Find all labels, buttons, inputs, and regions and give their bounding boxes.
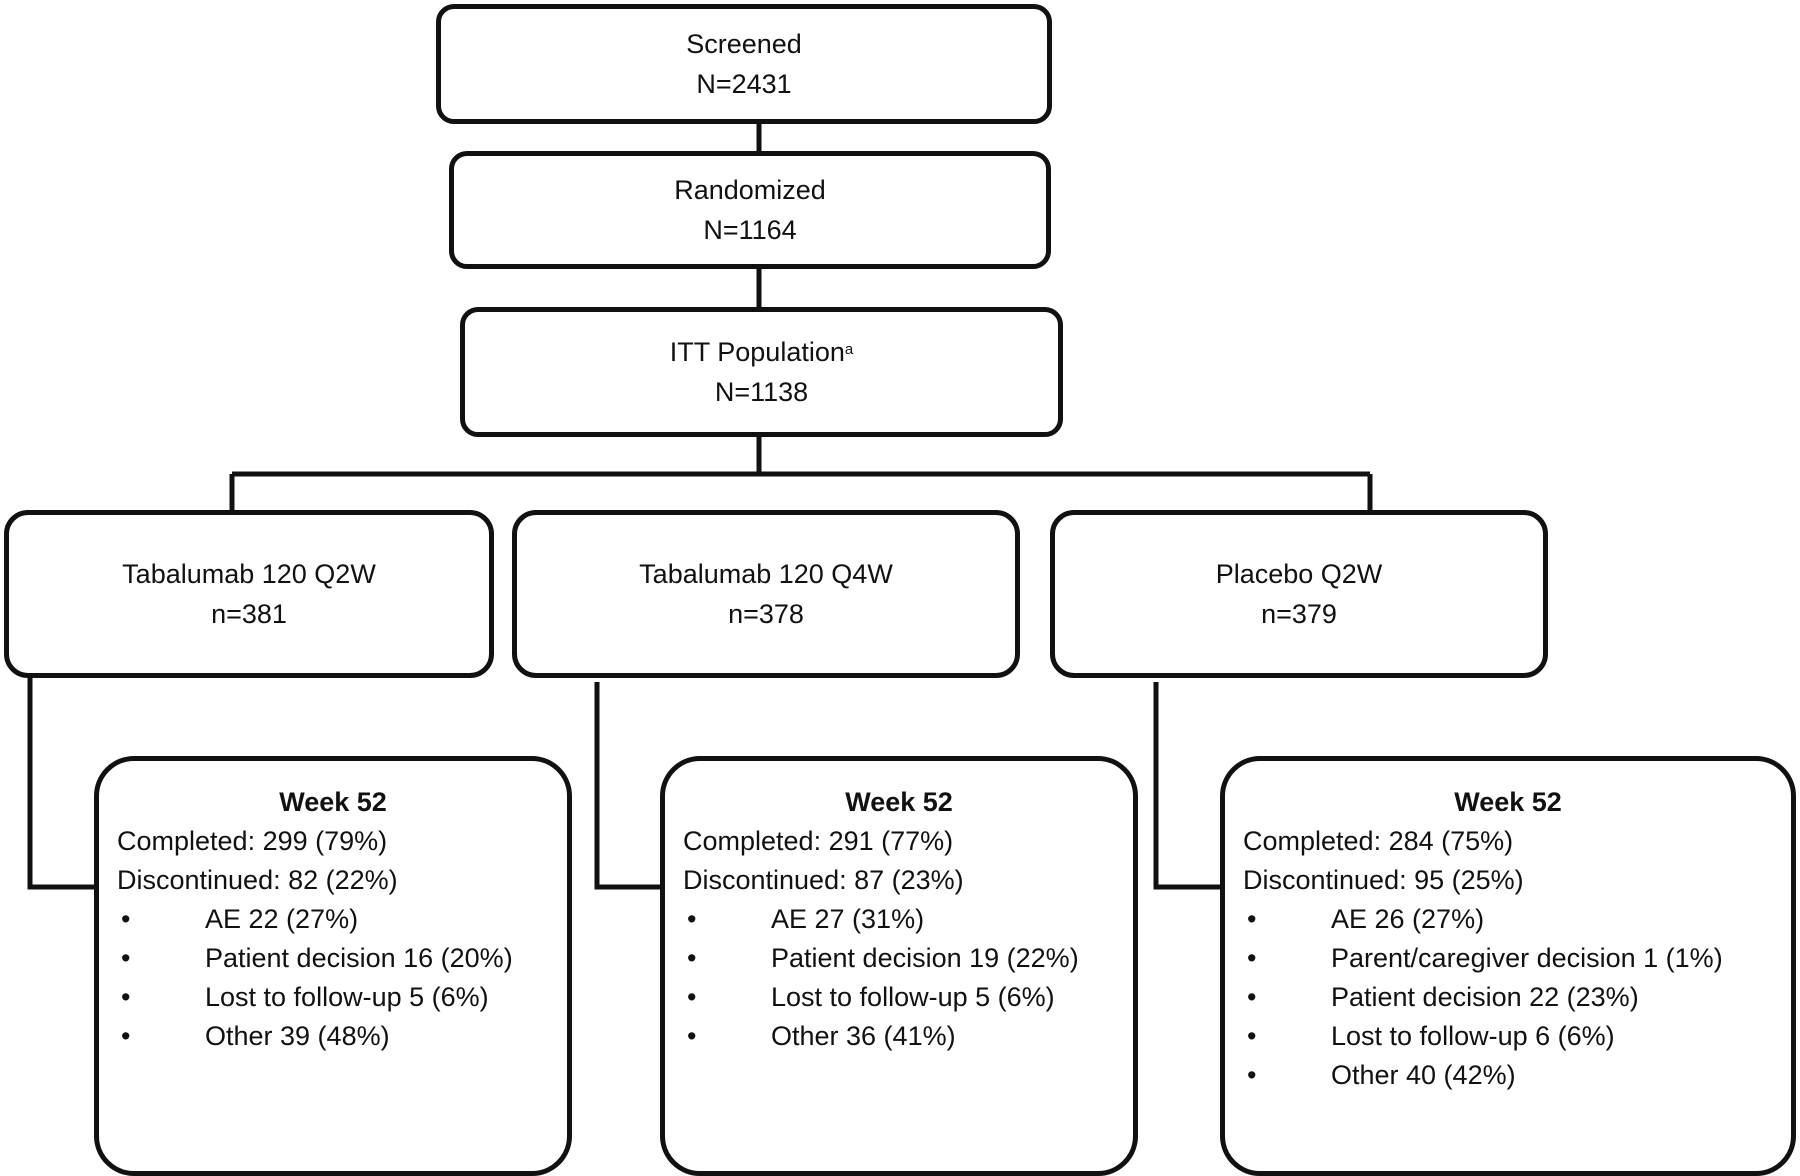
outcome-completed: Completed: 299 (79%) bbox=[117, 826, 388, 856]
reason-text: Other 39 (48%) bbox=[205, 1021, 390, 1051]
bullet: • bbox=[687, 982, 697, 1012]
randomized-label: Randomized bbox=[674, 175, 826, 205]
reason-text: Patient decision 22 (23%) bbox=[1331, 982, 1639, 1012]
outcome-discontinued: Discontinued: 87 (23%) bbox=[683, 865, 964, 895]
bullet: • bbox=[1247, 943, 1257, 973]
arm-box-placebo-q2w: Placebo Q2W n=379 bbox=[1050, 510, 1548, 678]
reason-text: AE 22 (27%) bbox=[205, 904, 359, 934]
arm-box-tabalumab-q4w: Tabalumab 120 Q4W n=378 bbox=[512, 510, 1020, 678]
reason-item: • Lost to follow-up 5 (6%) bbox=[683, 978, 1133, 1017]
bullet: • bbox=[121, 943, 131, 973]
connector-arm-3-outcome bbox=[1153, 682, 1222, 890]
reason-item: • Other 36 (41%) bbox=[683, 1017, 1133, 1056]
outcome-week: Week 52 bbox=[279, 787, 387, 817]
randomized-count: N=1164 bbox=[703, 215, 797, 245]
connector-arm-2-outcome bbox=[594, 682, 662, 890]
reason-item: • Lost to follow-up 5 (6%) bbox=[117, 978, 567, 1017]
outcome-completed: Completed: 291 (77%) bbox=[683, 826, 954, 856]
reason-item: • AE 27 (31%) bbox=[683, 900, 1133, 939]
reason-item: • AE 26 (27%) bbox=[1243, 900, 1791, 939]
reason-item: • Parent/caregiver decision 1 (1%) bbox=[1243, 939, 1791, 978]
itt-label-line: ITT Populationa bbox=[465, 332, 1058, 372]
outcome-box-placebo-q2w: Week 52 Completed: 284 (75%) Discontinue… bbox=[1220, 756, 1796, 1176]
reason-item: • AE 22 (27%) bbox=[117, 900, 567, 939]
reason-text: Lost to follow-up 6 (6%) bbox=[1331, 1021, 1615, 1051]
reason-item: • Patient decision 16 (20%) bbox=[117, 939, 567, 978]
outcome-week: Week 52 bbox=[845, 787, 953, 817]
bullet: • bbox=[1247, 1060, 1257, 1090]
bullet: • bbox=[687, 1021, 697, 1051]
outcome-box-tabalumab-q4w: Week 52 Completed: 291 (77%) Discontinue… bbox=[660, 756, 1138, 1176]
itt-population-box: ITT Populationa N=1138 bbox=[460, 307, 1063, 437]
bullet: • bbox=[1247, 1021, 1257, 1051]
screened-box: Screened N=2431 bbox=[436, 4, 1052, 124]
arm-label: Tabalumab 120 Q2W bbox=[122, 559, 376, 589]
bullet: • bbox=[687, 943, 697, 973]
arm-box-tabalumab-q2w: Tabalumab 120 Q2W n=381 bbox=[4, 510, 494, 678]
reason-text: Parent/caregiver decision 1 (1%) bbox=[1331, 943, 1723, 973]
reason-text: AE 26 (27%) bbox=[1331, 904, 1485, 934]
screened-count: N=2431 bbox=[696, 69, 792, 99]
outcome-completed: Completed: 284 (75%) bbox=[1243, 826, 1514, 856]
reason-item: • Other 39 (48%) bbox=[117, 1017, 567, 1056]
arm-count: n=379 bbox=[1261, 599, 1337, 629]
reason-text: Patient decision 19 (22%) bbox=[771, 943, 1079, 973]
itt-count: N=1138 bbox=[714, 377, 809, 407]
reason-text: Lost to follow-up 5 (6%) bbox=[205, 982, 489, 1012]
connector-arm-1-outcome bbox=[27, 675, 96, 890]
reason-item: • Patient decision 19 (22%) bbox=[683, 939, 1133, 978]
arm-label: Placebo Q2W bbox=[1215, 559, 1383, 589]
arm-count: n=378 bbox=[728, 599, 804, 629]
bullet: • bbox=[121, 982, 131, 1012]
reason-text: Other 36 (41%) bbox=[771, 1021, 956, 1051]
reason-text: Patient decision 16 (20%) bbox=[205, 943, 513, 973]
reason-item: • Patient decision 22 (23%) bbox=[1243, 978, 1791, 1017]
reason-text: Other 40 (42%) bbox=[1331, 1060, 1516, 1090]
reason-item: • Lost to follow-up 6 (6%) bbox=[1243, 1017, 1791, 1056]
screened-label: Screened bbox=[686, 29, 802, 59]
outcome-week: Week 52 bbox=[1454, 787, 1562, 817]
bullet: • bbox=[687, 904, 697, 934]
outcome-discontinued: Discontinued: 82 (22%) bbox=[117, 865, 398, 895]
outcome-box-tabalumab-q2w: Week 52 Completed: 299 (79%) Discontinue… bbox=[94, 756, 572, 1176]
reason-text: AE 27 (31%) bbox=[771, 904, 925, 934]
bullet: • bbox=[121, 1021, 131, 1051]
bullet: • bbox=[121, 904, 131, 934]
itt-label: ITT Population bbox=[669, 337, 845, 367]
reason-item: • Other 40 (42%) bbox=[1243, 1056, 1791, 1095]
bullet: • bbox=[1247, 982, 1257, 1012]
arm-label: Tabalumab 120 Q4W bbox=[639, 559, 893, 589]
itt-footnote-marker: a bbox=[844, 341, 854, 358]
bullet: • bbox=[1247, 904, 1257, 934]
reason-text: Lost to follow-up 5 (6%) bbox=[771, 982, 1055, 1012]
arm-count: n=381 bbox=[211, 599, 287, 629]
outcome-discontinued: Discontinued: 95 (25%) bbox=[1243, 865, 1524, 895]
randomized-box: Randomized N=1164 bbox=[449, 151, 1051, 269]
